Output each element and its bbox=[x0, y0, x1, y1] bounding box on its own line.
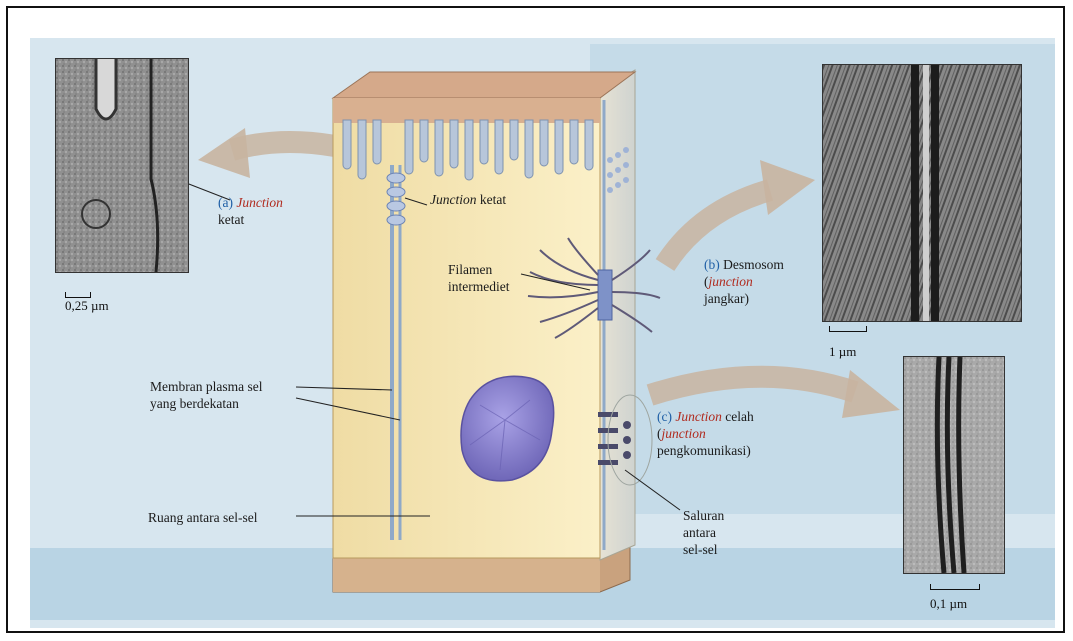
image-frame bbox=[6, 6, 1065, 633]
